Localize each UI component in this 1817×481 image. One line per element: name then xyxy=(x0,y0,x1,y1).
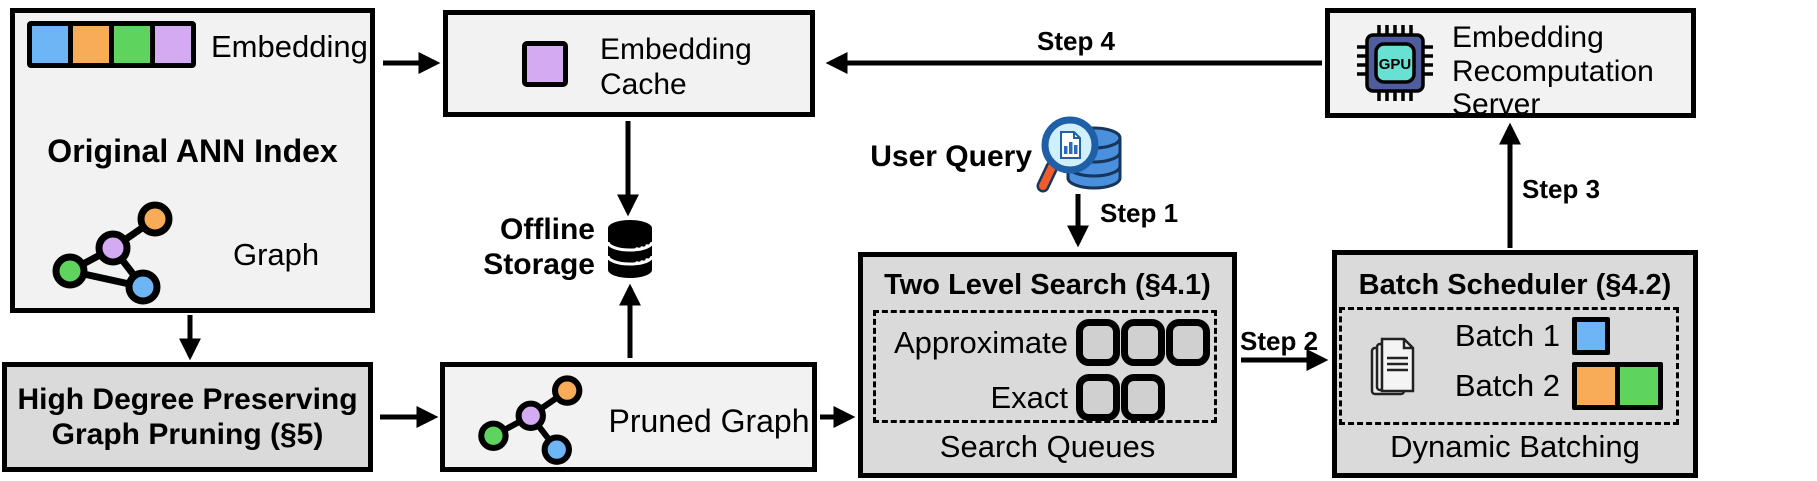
graph-pruning-box: High Degree Preserving Graph Pruning (§5… xyxy=(2,362,373,472)
two-level-search-title: Two Level Search (§4.1) xyxy=(884,269,1211,301)
offline-storage-label: Offline Storage xyxy=(483,213,595,281)
two-level-search-box: Two Level Search (§4.1) Approximate Exac… xyxy=(858,252,1237,478)
pruned-graph-label: Pruned Graph xyxy=(608,403,810,439)
user-query-search-icon xyxy=(1036,116,1122,193)
search-queues-caption: Search Queues xyxy=(939,429,1156,464)
step3-label: Step 3 xyxy=(1522,174,1601,204)
gpu-chip-icon: GPU xyxy=(1357,25,1433,101)
graph-pruning-label: High Degree Preserving Graph Pruning (§5… xyxy=(17,382,358,451)
dynamic-batching-caption: Dynamic Batching xyxy=(1390,429,1640,464)
recomputation-server-box: GPU Embedding Recomputation Server xyxy=(1325,8,1696,121)
graph-icon xyxy=(52,201,173,305)
batch1-embedding-icon xyxy=(1572,317,1610,355)
embedding-cache-label: Embedding Cache xyxy=(600,33,752,101)
exact-queue-label: Exact xyxy=(990,379,1068,415)
step1-label: Step 1 xyxy=(1100,198,1179,228)
queue-slot xyxy=(1121,374,1165,421)
embedding-cache-box: Embedding Cache xyxy=(443,10,815,117)
cached-embedding-icon xyxy=(522,41,568,87)
approximate-queue-label: Approximate xyxy=(893,324,1068,360)
batch2-embedding-icons xyxy=(1572,362,1663,410)
embedding-vector-icon xyxy=(27,21,196,68)
documents-icon xyxy=(1370,337,1415,396)
exact-queue-slots xyxy=(1076,374,1165,421)
gpu-chip-text: GPU xyxy=(1379,56,1412,73)
graph-label: Graph xyxy=(233,237,320,272)
pruned-graph-box: Pruned Graph xyxy=(440,362,817,472)
embedding-label: Embedding xyxy=(211,29,368,64)
search-queues-panel: Approximate Exact xyxy=(873,310,1217,423)
step4-label: Step 4 xyxy=(1036,26,1116,56)
queue-slot xyxy=(1166,319,1210,366)
queue-slot xyxy=(1076,319,1120,366)
queue-slot xyxy=(1076,374,1120,421)
pruned-graph-icon xyxy=(478,375,583,465)
queue-slot xyxy=(1121,319,1165,366)
user-query-label: User Query xyxy=(870,140,1032,173)
batch1-label: Batch 1 xyxy=(1454,318,1560,353)
offline-storage-database-icon xyxy=(606,220,654,278)
approximate-queue-slots xyxy=(1076,319,1210,366)
original-ann-index-box: Embedding Original ANN Index Graph xyxy=(10,8,375,313)
ann-index-title: Original ANN Index xyxy=(47,133,338,169)
batch-scheduler-box: Batch Scheduler (§4.2) Batch 1 Batch 2 xyxy=(1332,250,1698,478)
step2-label: Step 2 xyxy=(1240,326,1319,356)
batch-scheduler-title: Batch Scheduler (§4.2) xyxy=(1358,269,1672,301)
batch2-label: Batch 2 xyxy=(1454,368,1560,403)
dynamic-batching-panel: Batch 1 Batch 2 xyxy=(1339,307,1679,425)
recomputation-server-label: Embedding Recomputation Server xyxy=(1452,21,1654,122)
